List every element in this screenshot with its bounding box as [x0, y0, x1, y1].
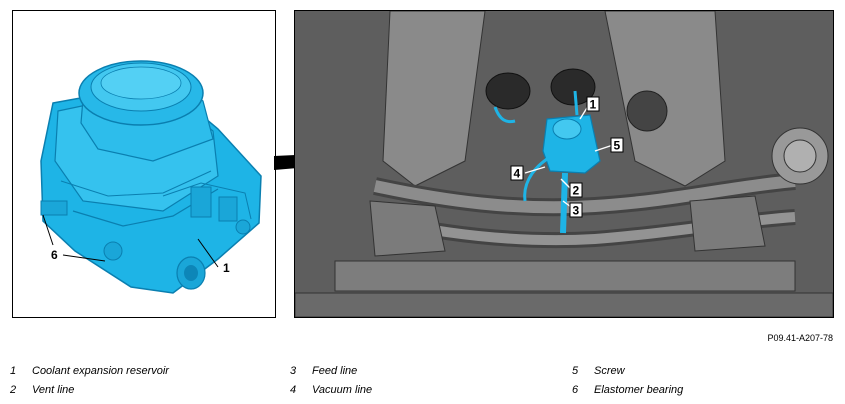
engine-bay-view: 1 5 4 2 3	[294, 10, 834, 318]
leader-line-1	[197, 238, 219, 268]
legend-item: 2 Vent line	[10, 381, 169, 400]
legend-number: 2	[10, 384, 17, 396]
legend-label: Elastomer bearing	[594, 384, 684, 396]
leader-line-6b	[42, 214, 54, 246]
reservoir-illustration: 1 6	[40, 60, 262, 294]
figure-identifier: P09.41-A207-78	[767, 333, 833, 343]
legend-label: Vent line	[32, 384, 75, 396]
callout-5-engine: 5	[614, 139, 621, 153]
callout-1-detail: 1	[223, 261, 230, 275]
callout-2-engine: 2	[573, 184, 580, 198]
legend-item: 5 Screw	[572, 362, 683, 381]
callout-4-engine: 4	[514, 167, 521, 181]
legend-label: Coolant expansion reservoir	[32, 365, 169, 377]
legend-column-1: 1 Coolant expansion reservoir 2 Vent lin…	[10, 362, 169, 400]
legend-label: Vacuum line	[312, 384, 373, 396]
legend-item: 3 Feed line	[290, 362, 372, 381]
legend-item: 6 Elastomer bearing	[572, 381, 683, 400]
reservoir-detail-view: 1 6	[12, 10, 276, 318]
legend-number: 4	[290, 384, 297, 396]
legend-label: Feed line	[312, 365, 358, 377]
legend-number: 6	[572, 384, 579, 396]
legend-column-2: 3 Feed line 4 Vacuum line	[290, 362, 372, 400]
callout-1-engine: 1	[590, 98, 597, 112]
legend-number: 3	[290, 365, 297, 377]
engine-illustration: 1 5 4 2 3	[295, 11, 833, 317]
callout-6-detail: 6	[51, 248, 58, 262]
legend-item: 4 Vacuum line	[290, 381, 372, 400]
leader-line-6	[62, 254, 106, 262]
legend-number: 5	[572, 365, 579, 377]
legend-item: 1 Coolant expansion reservoir	[10, 362, 169, 381]
legend-label: Screw	[594, 365, 625, 377]
legend-column-3: 5 Screw 6 Elastomer bearing	[572, 362, 683, 400]
legend-number: 1	[10, 365, 17, 377]
callout-3-engine: 3	[573, 204, 580, 218]
